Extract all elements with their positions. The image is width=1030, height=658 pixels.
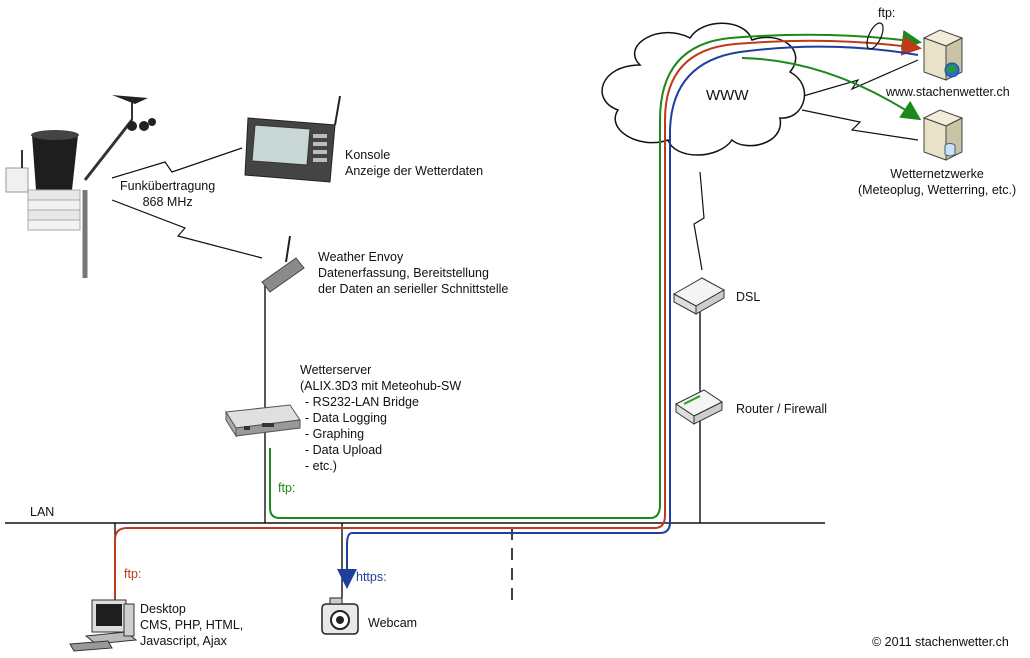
internet-cloud: [601, 22, 806, 156]
radio-label-line2: 868 MHz: [142, 195, 193, 209]
path-green-server-upload: [269, 29, 922, 519]
server-feature-1: - RS232-LAN Bridge: [305, 395, 419, 409]
path-red-desktop-upload: [114, 35, 922, 598]
router-label: Router / Firewall: [736, 402, 827, 416]
radio-link-konsole: [111, 147, 243, 179]
desktop-label-title: Desktop: [140, 602, 186, 616]
weather-networks-title: Wetternetzwerke: [890, 167, 984, 181]
link-www-wnet: [801, 109, 919, 141]
server-label-title: Wetterserver: [300, 363, 372, 377]
console-icon: [244, 95, 341, 183]
ftp-red-label: ftp:: [124, 567, 142, 581]
server-label-sub: (ALIX.3D3 mit Meteohub-SW: [300, 379, 462, 393]
envoy-label: Weather Envoy Datenerfassung, Bereitstel…: [318, 249, 508, 297]
desktop-label-tech1: CMS, PHP, HTML,: [140, 618, 244, 632]
dsl-modem-icon: [672, 277, 726, 315]
weather-networks-desc: (Meteoplug, Wetterring, etc.): [858, 183, 1017, 197]
ftp-green-label: ftp:: [278, 481, 296, 495]
weather-server-icon: [225, 404, 301, 438]
ftp-bundle-ellipse: [866, 22, 884, 50]
copyright-label: © 2011 stachenwetter.ch: [872, 635, 1009, 649]
router-icon: [675, 389, 723, 425]
web-server-icon: [922, 29, 964, 81]
stachen-site-label: www.stachenwetter.ch: [886, 85, 1010, 99]
envoy-label-title: Weather Envoy: [318, 250, 404, 264]
desktop-label-tech2: Javascript, Ajax: [140, 634, 227, 648]
server-feature-2: - Data Logging: [305, 411, 388, 425]
www-label: WWW: [706, 87, 749, 104]
weather-envoy-icon: [261, 235, 305, 293]
envoy-label-desc2: der Daten an serieller Schnittstelle: [318, 282, 509, 296]
desktop-computer-icon: [69, 599, 138, 652]
desktop-label: Desktop CMS, PHP, HTML, Javascript, Ajax: [140, 601, 243, 649]
webcam-label: Webcam: [368, 616, 418, 630]
ftp-top-label: ftp:: [878, 6, 896, 20]
path-blue-webcam: [337, 45, 919, 589]
server-label: Wetterserver (ALIX.3D3 mit Meteohub-SW -…: [300, 362, 461, 474]
radio-link-envoy: [111, 199, 263, 259]
webcam-icon: [321, 597, 359, 635]
dsl-label: DSL: [736, 290, 761, 304]
server-feature-5: - etc.): [305, 459, 337, 473]
console-label: Konsole Anzeige der Wetterdaten: [345, 147, 483, 179]
radio-transmission-label: Funkübertragung 868 MHz: [120, 178, 215, 210]
server-feature-4: - Data Upload: [305, 443, 383, 457]
radio-label-line1: Funkübertragung: [120, 179, 216, 193]
server-feature-3: - Graphing: [305, 427, 365, 441]
network-server-icon: [922, 109, 964, 161]
path-green-wnet: [741, 57, 922, 121]
console-label-desc: Anzeige der Wetterdaten: [345, 164, 484, 178]
envoy-label-desc1: Datenerfassung, Bereitstellung: [318, 266, 489, 280]
lan-label: LAN: [30, 505, 55, 519]
weather-station-icon: [5, 95, 156, 278]
https-label: https:: [356, 570, 387, 584]
console-label-title: Konsole: [345, 148, 391, 162]
wireless-link-dsl: [693, 171, 705, 271]
weather-networks-label: Wetternetzwerke (Meteoplug, Wetterring, …: [858, 166, 1016, 198]
